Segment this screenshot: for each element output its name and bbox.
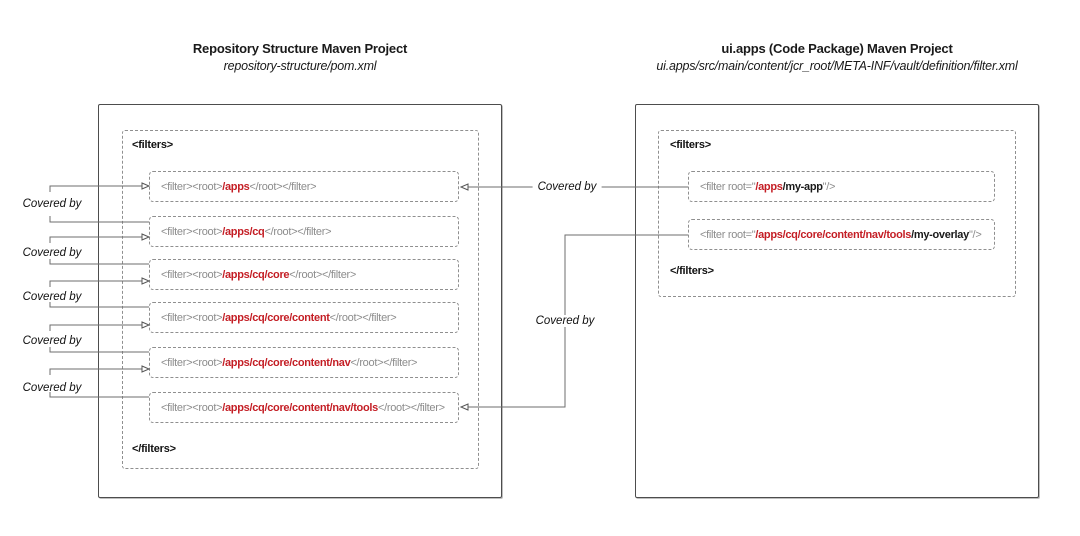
left-filter-entry-apps-cq: <filter><root>/apps/cq</root></filter> <box>149 216 459 247</box>
code-path: /apps/cq/core <box>222 268 290 281</box>
covered-by-label-4: Covered by <box>22 335 82 347</box>
right-panel-title-block: ui.apps (Code Package) Maven Project ui.… <box>636 40 1038 74</box>
covered-by-label-my-overlay: Covered by <box>530 315 600 327</box>
code-path: /apps <box>222 180 250 193</box>
code-path: /apps/cq/core/content <box>222 311 330 324</box>
left-panel-title: Repository Structure Maven Project <box>192 41 408 56</box>
code-path-covered: /apps/cq/core/content/nav/tools <box>755 228 912 241</box>
right-filters-close-tag: </filters> <box>670 265 714 277</box>
code-prefix: <filter><root> <box>161 311 223 324</box>
code-suffix: </root></filter> <box>350 356 418 369</box>
covered-by-label-my-app: Covered by <box>532 181 602 193</box>
code-suffix: </root></filter> <box>377 401 445 414</box>
right-filter-entry-my-app: <filter root="/apps/my-app"/> <box>688 171 995 202</box>
left-panel-title-block: Repository Structure Maven Project repos… <box>100 40 500 74</box>
left-filters-close-tag: </filters> <box>132 443 176 455</box>
code-suffix: </root></filter> <box>264 225 332 238</box>
left-panel-box <box>98 104 502 498</box>
left-panel-subtitle: repository-structure/pom.xml <box>223 58 377 73</box>
right-filters-container <box>658 130 1016 297</box>
code-suffix: </root></filter> <box>289 268 356 281</box>
covered-by-label-3: Covered by <box>22 291 82 303</box>
left-filter-entry-apps: <filter><root>/apps</root></filter> <box>149 171 459 202</box>
code-prefix: <filter><root> <box>161 268 223 281</box>
left-filter-entry-apps-cq-core: <filter><root>/apps/cq/core</root></filt… <box>149 259 459 290</box>
code-prefix: <filter><root> <box>161 401 223 414</box>
code-suffix: </root></filter> <box>249 180 317 193</box>
right-panel-subtitle: ui.apps/src/main/content/jcr_root/META-I… <box>656 58 1018 73</box>
code-suffix: "/> <box>968 228 982 241</box>
code-prefix: <filter><root> <box>161 180 223 193</box>
code-path: /apps/cq <box>222 225 265 238</box>
covered-by-label-1: Covered by <box>22 198 82 210</box>
code-prefix: <filter><root> <box>161 356 223 369</box>
left-filters-open-tag: <filters> <box>132 139 174 151</box>
code-path-covered: /apps <box>755 180 783 193</box>
code-path: /apps/cq/core/content/nav <box>222 356 351 369</box>
code-path-new: /my-app <box>782 180 823 193</box>
covered-by-label-2: Covered by <box>22 247 82 259</box>
code-path-new: /my-overlay <box>911 228 969 241</box>
right-filter-entry-my-overlay: <filter root="/apps/cq/core/content/nav/… <box>688 219 995 250</box>
left-filter-entry-content: <filter><root>/apps/cq/core/content</roo… <box>149 302 459 333</box>
left-filter-entry-tools: <filter><root>/apps/cq/core/content/nav/… <box>149 392 459 423</box>
code-prefix: <filter><root> <box>161 225 223 238</box>
code-suffix: "/> <box>822 180 836 193</box>
code-prefix: <filter root=" <box>700 180 756 193</box>
code-suffix: </root></filter> <box>329 311 397 324</box>
left-filter-entry-nav: <filter><root>/apps/cq/core/content/nav<… <box>149 347 459 378</box>
code-prefix: <filter root=" <box>700 228 756 241</box>
right-panel-title: ui.apps (Code Package) Maven Project <box>721 41 953 56</box>
right-filters-open-tag: <filters> <box>670 139 712 151</box>
right-panel-box <box>635 104 1039 498</box>
covered-by-label-5: Covered by <box>22 382 82 394</box>
code-path: /apps/cq/core/content/nav/tools <box>222 401 378 414</box>
